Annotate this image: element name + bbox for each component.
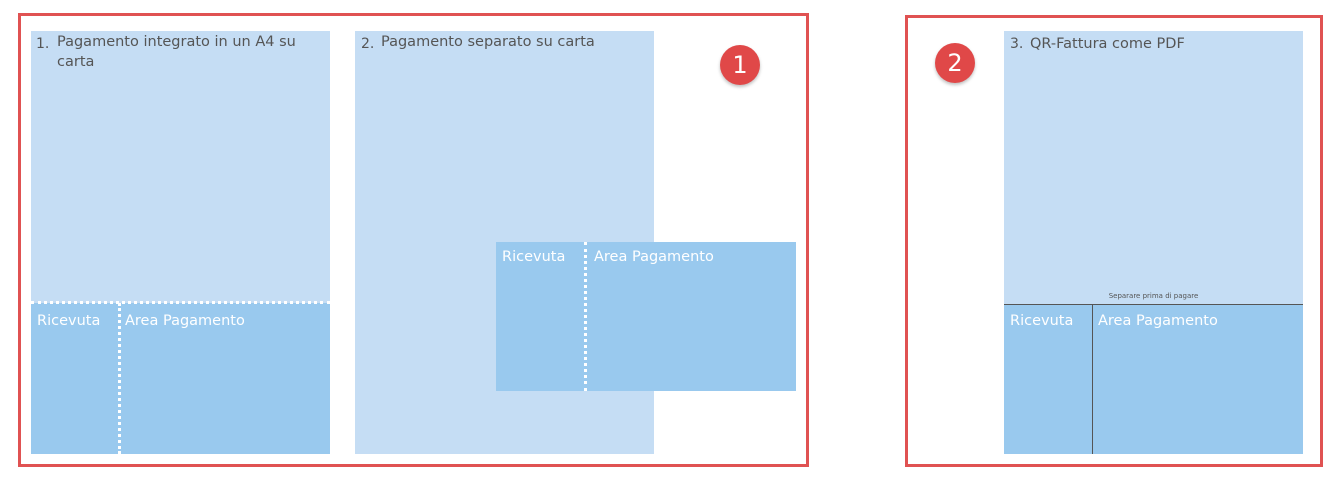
option-2-payment-slip <box>496 242 796 391</box>
option-2-perforation-vertical <box>584 242 587 391</box>
option-3-payment-slip <box>1004 304 1303 454</box>
option-1-perforation-vertical <box>118 303 121 454</box>
option-1-perforation-horizontal <box>31 301 330 304</box>
option-3-payment-area-label: Area Pagamento <box>1098 313 1218 329</box>
option-2-number: 2. <box>361 36 375 52</box>
option-1-title: Pagamento integrato in un A4 su carta <box>57 34 296 70</box>
option-2-title: Pagamento separato su carta <box>381 34 595 50</box>
option-3-number: 3. <box>1010 36 1024 52</box>
option-3-title: QR-Fattura come PDF <box>1030 36 1185 52</box>
option-1-payment-area-label: Area Pagamento <box>125 313 245 329</box>
option-3-separator-line <box>1004 304 1303 305</box>
option-2-payment-area-label: Area Pagamento <box>594 249 714 265</box>
option-1-receipt-label: Ricevuta <box>37 313 101 329</box>
badge-2: 2 <box>935 43 975 83</box>
badge-1: 1 <box>720 45 760 85</box>
option-3-receipt-label: Ricevuta <box>1010 313 1074 329</box>
option-1-payment-slip <box>31 303 330 454</box>
group-2-frame <box>905 15 1323 467</box>
option-1-number: 1. <box>36 36 50 52</box>
option-3-divider-line <box>1092 304 1093 454</box>
option-3-separator-text: Separare prima di pagare <box>1108 292 1199 300</box>
option-2-receipt-label: Ricevuta <box>502 249 566 265</box>
group-1-frame <box>18 13 809 467</box>
